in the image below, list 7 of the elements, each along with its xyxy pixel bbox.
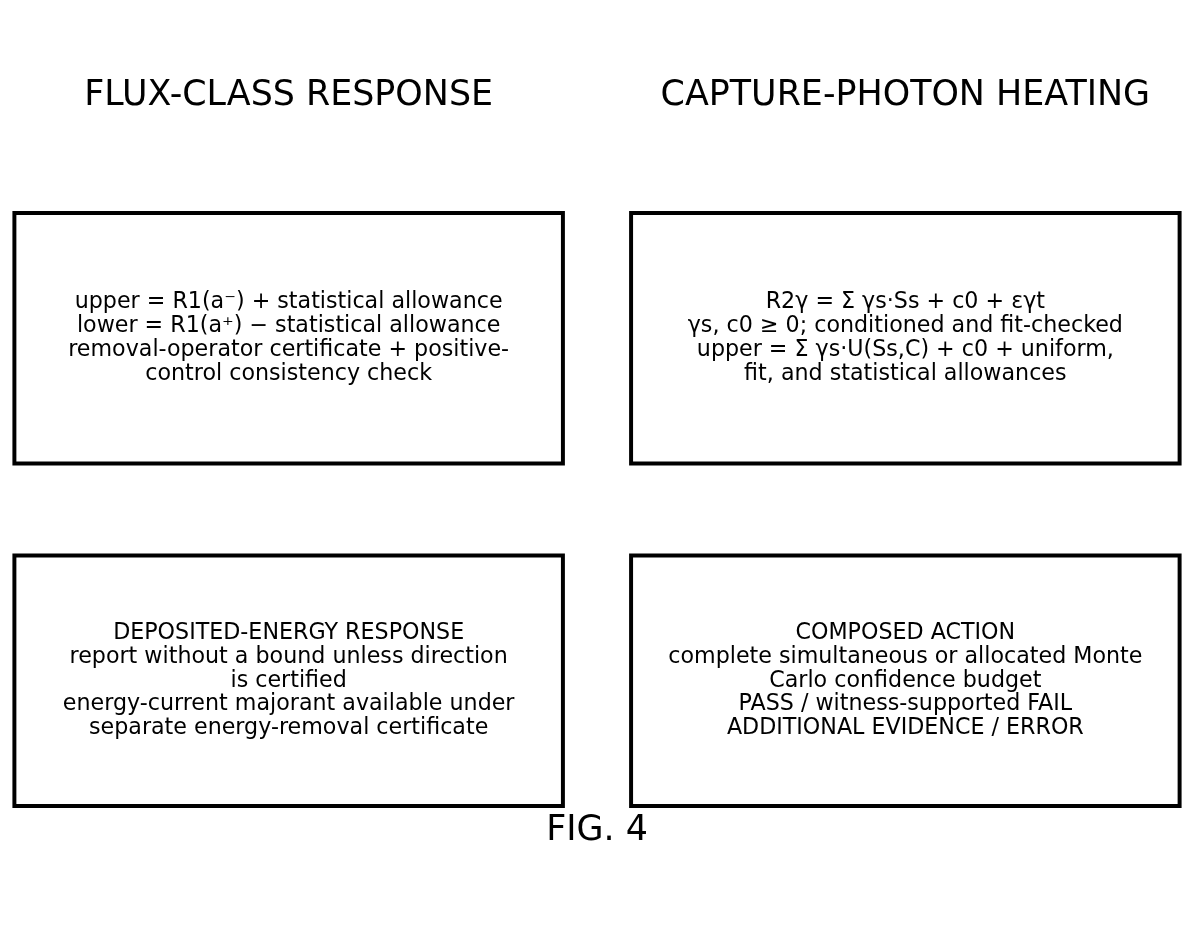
- node-box: upper = R1(a⁻) + statistical allowance lower = R1(a⁺) − statistical allowance removal-operator certificate + positive-control consistency check: [12, 211, 565, 466]
- node-box: R2γ = Σ γs·Ss + c0 + εγt γs, c0 ≥ 0; conditioned and fit-checked upper = Σ γs·U(Ss,C) + c0 + uniform, fit, and statistical allowances: [629, 211, 1182, 466]
- label: CAPTURE-PHOTON HEATING: [660, 72, 1151, 113]
- node-box: COMPOSED ACTION complete simultaneous or allocated Monte Carlo confidence budget PASS / witness-supported FAIL ADDITIONAL EVIDENCE / ERROR: [629, 553, 1182, 808]
- label: FLUX-CLASS RESPONSE: [84, 72, 494, 113]
- node-box: DEPOSITED-ENERGY RESPONSE report without a bound unless direction is certified energy-current majorant available under separate energy-removal certificate: [12, 553, 565, 808]
- caption: FIG. 4: [546, 808, 648, 849]
